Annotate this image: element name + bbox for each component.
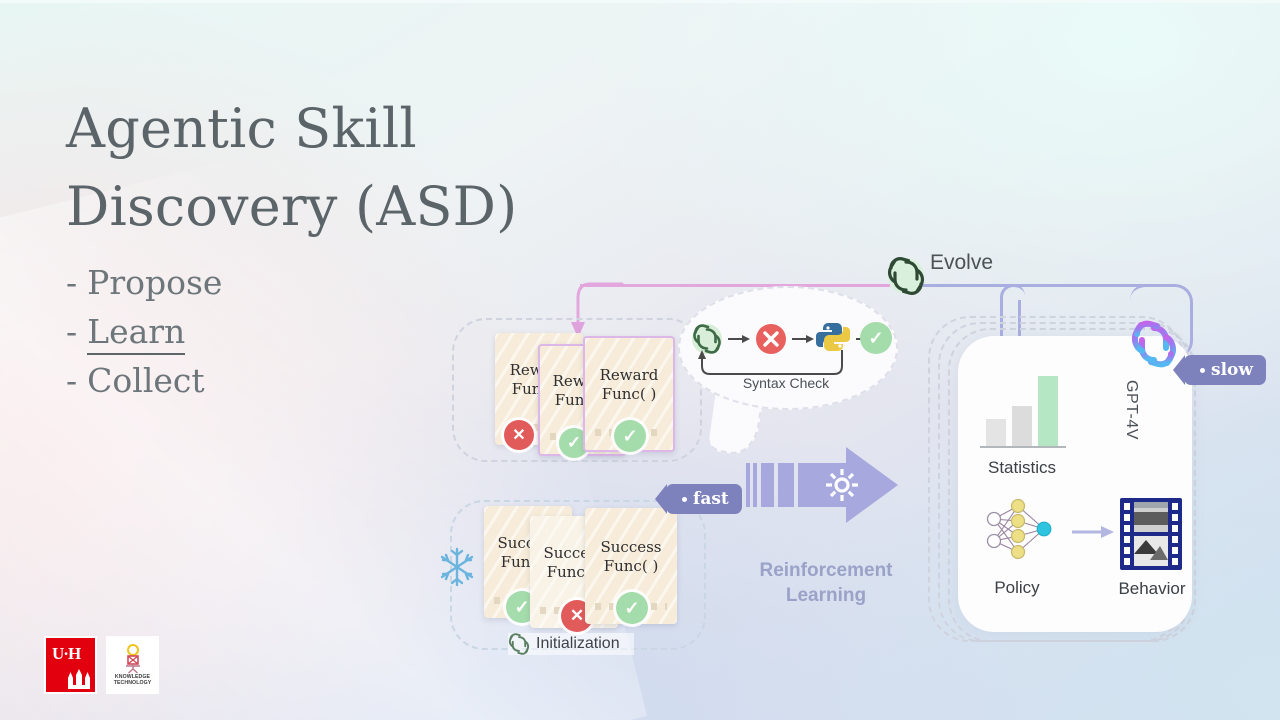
panel-dash-layer-1 (948, 328, 1196, 642)
python-logo-icon (816, 323, 850, 351)
gpt4v-logo-icon (1131, 320, 1177, 368)
bullet-item-learn[interactable]: -Learn (66, 307, 222, 356)
initialization-label: Initialization (536, 635, 620, 652)
title-line-2: Discovery (ASD) (66, 175, 518, 238)
learning-panel (958, 336, 1192, 632)
snowflake-icon (440, 547, 474, 587)
initialization-label-group: Initialization (508, 633, 634, 655)
slow-tag: slow (1172, 355, 1267, 385)
wire-corner-middle (1000, 284, 1025, 347)
success-card-text-3: Success Func( ) (600, 537, 662, 575)
bullet-dash: - (66, 263, 78, 302)
reward-card-3-status-badge: ✓ (614, 420, 646, 452)
tag-dot-icon (682, 496, 687, 502)
page-title: Agentic Skill Discovery (ASD) (66, 90, 626, 246)
gear-icon (826, 469, 858, 501)
success-card-3-status-badge: ✓ (616, 592, 648, 624)
fast-tag: fast (655, 484, 742, 514)
policy-network-icon (986, 498, 1052, 560)
bar-3 (1038, 376, 1058, 446)
reinforcement-learning-arrow (746, 447, 898, 523)
openai-logo-icon (692, 324, 722, 354)
tag-dot-icon (1200, 367, 1205, 373)
footer-logos: U·H KNOWLEDGE (44, 636, 159, 694)
pink-arrow-to-reward (571, 282, 624, 338)
reinforcement-learning-label: Reinforcement Learning (759, 560, 893, 606)
openai-logo-icon-evolve (887, 257, 925, 295)
title-line-1: Agentic Skill (66, 97, 417, 160)
statistics-bar-chart (980, 376, 1066, 448)
evolve-label: Evolve (930, 251, 994, 274)
fail-badge-icon (756, 324, 786, 354)
uhh-logo-text: U·H (52, 644, 81, 663)
reward-stack-container (452, 318, 702, 462)
bullet-item-propose[interactable]: -Propose (66, 258, 222, 307)
syntax-loop-arrow (698, 350, 843, 375)
top-edge-strip (0, 0, 1280, 3)
gpt4v-label: GPT-4V (1123, 380, 1140, 440)
openai-logo-icon-init (508, 633, 530, 655)
knowledge-technology-logo: KNOWLEDGE TECHNOLOGY (106, 636, 159, 694)
syntax-check-label: Syntax Check (742, 375, 830, 391)
policy-to-behavior-arrow (1072, 526, 1114, 538)
reward-card-text-3: Reward Func( ) (599, 366, 659, 404)
syntax-check-bubble (678, 286, 898, 410)
behavior-label: Behavior (1118, 579, 1186, 598)
pass-badge-icon: ✓ (860, 322, 892, 354)
kt-figure-icon (125, 644, 140, 674)
kt-logo-text: KNOWLEDGE TECHNOLOGY (113, 673, 152, 686)
policy-label: Policy (994, 578, 1040, 597)
reward-card-1-status-badge: ✕ (504, 420, 534, 450)
bar-2 (1012, 406, 1032, 446)
slow-tag-label: slow (1211, 360, 1254, 380)
wire-corner-right (1130, 284, 1193, 357)
statistics-label: Statistics (987, 458, 1057, 477)
wire-evolve-left-pink (580, 284, 890, 287)
fast-tag-label: fast (693, 489, 729, 509)
uhh-logo: U·H (44, 636, 97, 694)
bullet-list: -Propose -Learn -Collect (66, 258, 222, 405)
syntax-flow-row (692, 323, 872, 354)
bar-1 (986, 419, 1006, 446)
bullet-dash: - (66, 312, 78, 351)
bullet-dash: - (66, 361, 78, 400)
bullet-label: Propose (87, 263, 223, 302)
hamburg-castle-icon (68, 669, 90, 689)
wire-evolve-right (920, 284, 1170, 287)
behavior-film-icon (1120, 498, 1182, 570)
bullet-label: Learn (87, 312, 186, 355)
bullet-label: Collect (87, 361, 205, 400)
bullet-item-collect[interactable]: -Collect (66, 356, 222, 405)
